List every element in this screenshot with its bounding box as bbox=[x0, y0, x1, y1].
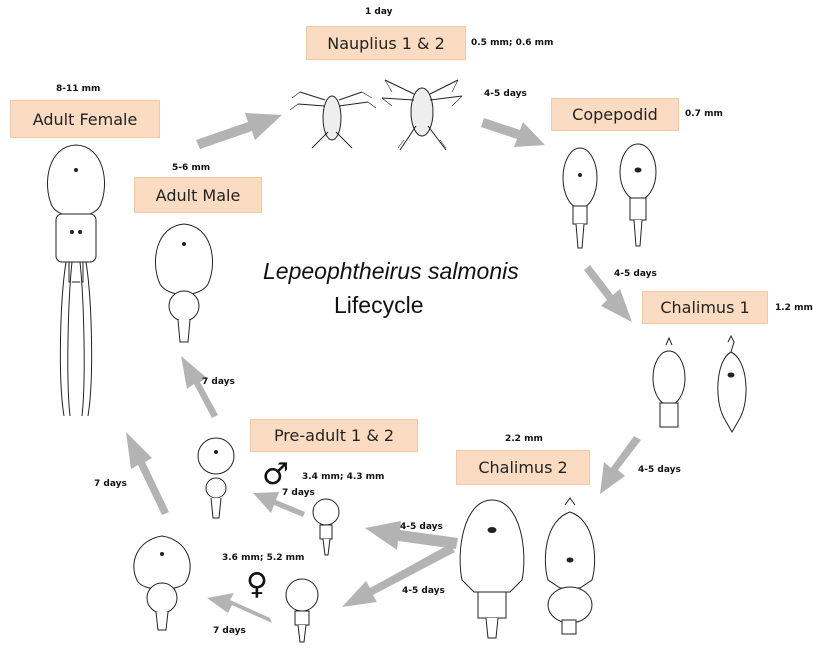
duration-nauplius-to-copepodid: 4-5 days bbox=[484, 89, 527, 99]
diagram-title-species: Lepeophtheirus salmonis bbox=[263, 258, 519, 285]
arrow-preadult-male-to-adult-male bbox=[181, 356, 218, 418]
stage-label-adult-female: Adult Female bbox=[10, 100, 160, 138]
male-symbol: ♂ bbox=[262, 460, 289, 490]
stage-label-preadult: Pre-adult 1 & 2 bbox=[250, 419, 418, 452]
adult-female-drawing bbox=[47, 145, 104, 416]
arrow-preadult-female-to-adult-female bbox=[126, 432, 169, 515]
copepodid-1-drawing bbox=[563, 148, 597, 248]
stage-label-copepodid: Copepodid bbox=[551, 98, 679, 131]
preadult-female-size: 3.6 mm; 5.2 mm bbox=[222, 553, 304, 563]
duration-chalimus-1-to-chalimus-2: 4-5 days bbox=[638, 465, 681, 475]
duration-preadult-female-to-adult: 7 days bbox=[94, 479, 127, 489]
nauplius-1-drawing bbox=[290, 92, 376, 148]
preadult-male-size: 3.4 mm; 4.3 mm bbox=[302, 472, 384, 482]
nauplius-2-drawing bbox=[382, 80, 462, 150]
duration-preadult-male-to-adult: 7 days bbox=[202, 377, 235, 387]
chalimus-1-size: 1.2 mm bbox=[775, 303, 813, 313]
arrow-chalimus2-to-preadult-female bbox=[342, 544, 455, 607]
duration-chalimus-2-to-preadult-female: 4-5 days bbox=[402, 586, 445, 596]
stage-label-chalimus-1: Chalimus 1 bbox=[642, 291, 768, 324]
copepodid-size: 0.7 mm bbox=[685, 109, 723, 119]
preadult-female-2-drawing bbox=[134, 536, 190, 630]
arrow-chalimus1-to-chalimus2 bbox=[600, 436, 641, 494]
stage-label-chalimus-2: Chalimus 2 bbox=[456, 450, 590, 485]
diagram-title-lifecycle: Lifecycle bbox=[334, 292, 423, 319]
nauplius-size: 0.5 mm; 0.6 mm bbox=[471, 38, 553, 48]
stage-label-nauplius: Nauplius 1 & 2 bbox=[306, 26, 466, 60]
stage-label-adult-male: Adult Male bbox=[134, 177, 262, 213]
copepodid-2-drawing bbox=[620, 144, 656, 246]
chalimus-2a-drawing bbox=[460, 500, 524, 638]
preadult-male-1-drawing bbox=[313, 499, 339, 555]
duration-chalimus-2-to-preadult-male: 4-5 days bbox=[400, 522, 443, 532]
duration-preadult-female-1-to-2: 7 days bbox=[213, 626, 246, 636]
chalimus-1b-drawing bbox=[718, 336, 746, 432]
chalimus-2-size: 2.2 mm bbox=[505, 434, 543, 444]
chalimus-2b-drawing bbox=[545, 498, 594, 634]
adult-male-size: 5-6 mm bbox=[172, 163, 210, 173]
arrow-adult-female-to-nauplius bbox=[196, 113, 282, 149]
adult-male-drawing bbox=[155, 224, 212, 342]
chalimus-1a-drawing bbox=[653, 338, 685, 427]
preadult-male-2-drawing bbox=[198, 438, 234, 518]
preadult-female-1-drawing bbox=[286, 579, 318, 642]
adult-female-size: 8-11 mm bbox=[56, 84, 100, 94]
arrow-nauplius-to-copepodid bbox=[481, 118, 545, 147]
duration-copepodid-to-chalimus-1: 4-5 days bbox=[614, 269, 657, 279]
female-symbol: ♀ bbox=[246, 570, 268, 600]
nauplius-duration: 1 day bbox=[365, 7, 393, 17]
